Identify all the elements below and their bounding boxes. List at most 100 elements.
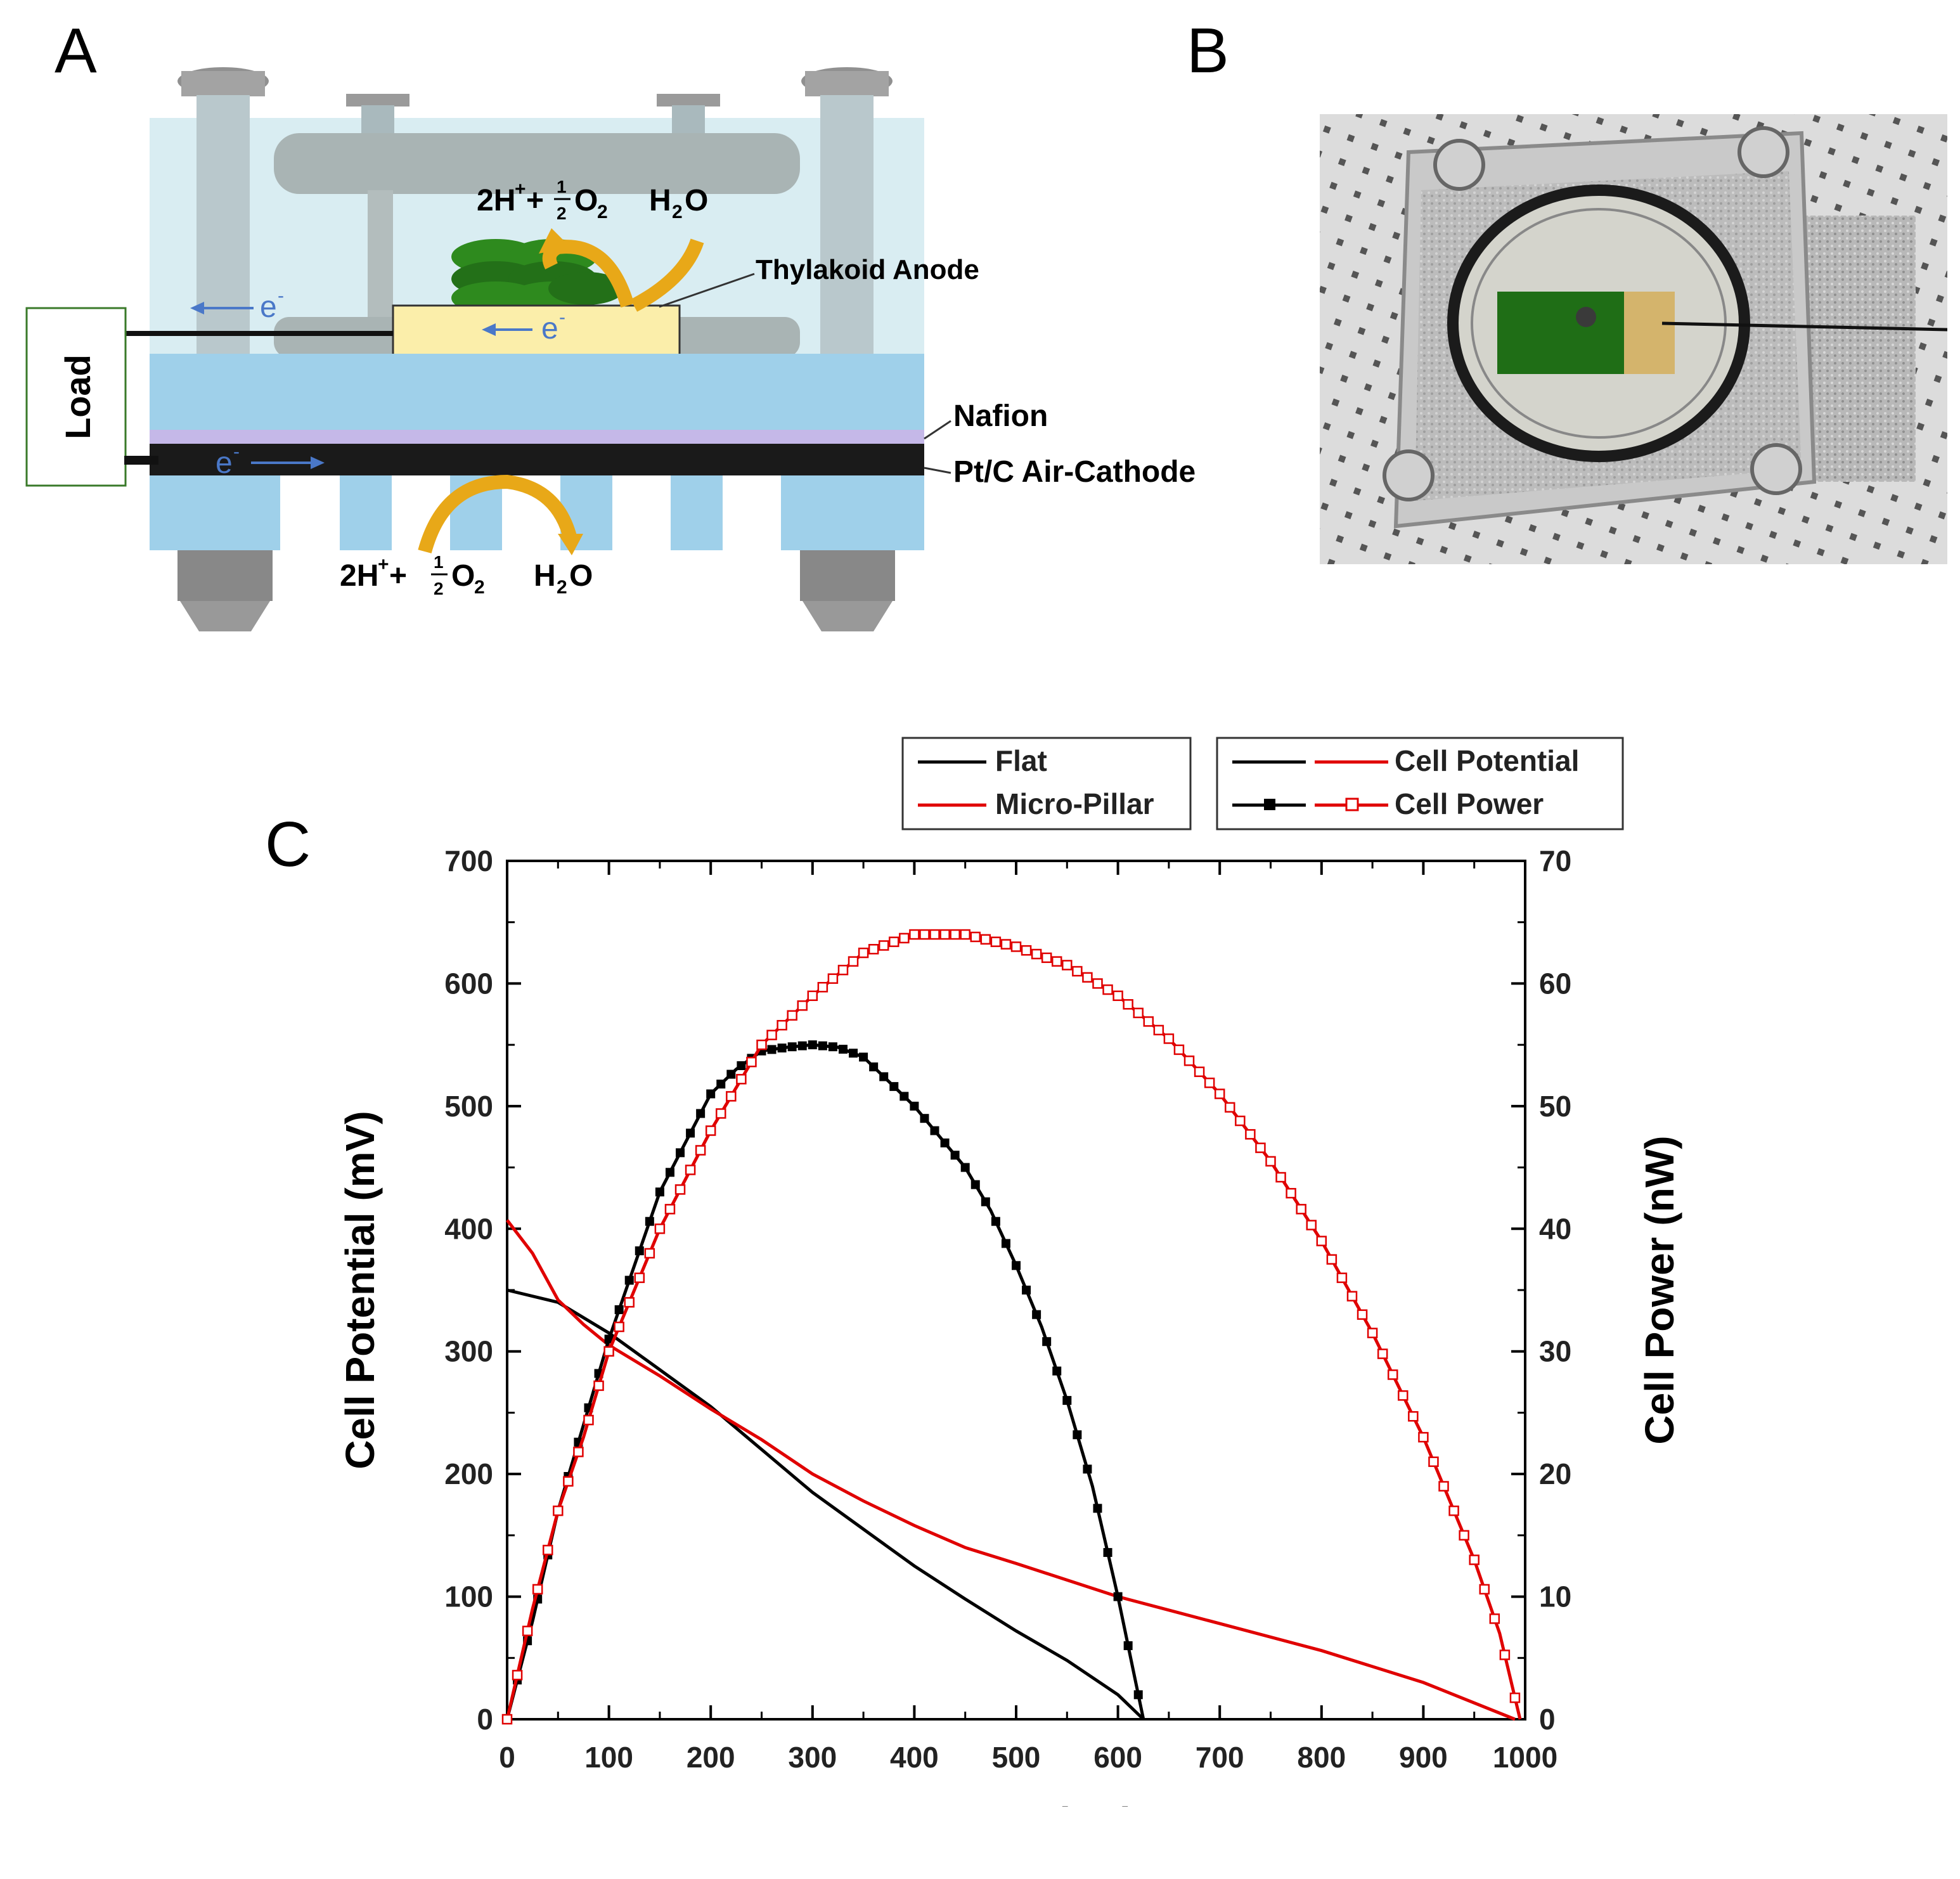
- svg-text:2: 2: [474, 577, 485, 598]
- series-marker-3: [878, 940, 889, 951]
- series-marker-3: [970, 931, 981, 943]
- x-tick-label: 800: [1297, 1741, 1346, 1774]
- series-marker-3: [1357, 1309, 1368, 1320]
- top-blue-plate: [150, 354, 924, 430]
- legend-micro-pillar: Micro-Pillar: [995, 787, 1154, 820]
- series-marker-2: [1062, 1396, 1072, 1405]
- series-marker-3: [1448, 1505, 1459, 1516]
- x-tick-label: 1000: [1493, 1741, 1557, 1774]
- svg-text:e: e: [541, 312, 558, 345]
- svg-text:O: O: [685, 184, 708, 217]
- nut-right: [800, 550, 895, 631]
- svg-text:H: H: [534, 559, 556, 593]
- svg-text:-: -: [233, 441, 240, 462]
- series-marker-3: [868, 944, 879, 955]
- svg-text:H: H: [649, 184, 671, 217]
- series-marker-2: [981, 1197, 990, 1206]
- series-marker-3: [1235, 1115, 1246, 1127]
- series-marker-2: [1022, 1286, 1031, 1295]
- x-tick-label: 0: [499, 1741, 515, 1774]
- series-marker-3: [664, 1204, 676, 1215]
- series-marker-3: [889, 936, 899, 947]
- photo-screw-br: [1750, 443, 1802, 495]
- svg-text:+: +: [389, 559, 407, 593]
- thylakoid-anode: [392, 304, 681, 356]
- series-marker-2: [910, 1101, 919, 1111]
- series-marker-3: [756, 1039, 767, 1050]
- series-marker-3: [1092, 978, 1103, 989]
- series-marker-3: [827, 973, 839, 984]
- series-marker-3: [1072, 965, 1083, 977]
- series-marker-3: [797, 1000, 808, 1011]
- series-marker-3: [1041, 952, 1052, 964]
- photo-thylakoid-electrode: [1497, 292, 1624, 374]
- screw-left: [177, 67, 269, 358]
- x-tick-label: 700: [1196, 1741, 1244, 1774]
- anode-reaction-label: 2H + + 1 2 O 2 H 2 O: [477, 177, 708, 223]
- svg-text:1: 1: [557, 177, 567, 197]
- y-tick-label: 400: [444, 1212, 493, 1245]
- series-marker-3: [563, 1476, 574, 1487]
- series-marker-2: [838, 1045, 848, 1054]
- svg-text:2H: 2H: [477, 184, 515, 217]
- series-marker-2: [930, 1126, 939, 1135]
- series-marker-2: [808, 1040, 817, 1050]
- series-marker-3: [1255, 1142, 1266, 1153]
- series-marker-3: [817, 981, 828, 993]
- series-marker-3: [654, 1224, 666, 1234]
- series-marker-3: [1173, 1044, 1185, 1056]
- series-marker-2: [950, 1151, 960, 1160]
- y2-tick-label: 0: [1539, 1703, 1556, 1736]
- series-marker-3: [1265, 1156, 1276, 1167]
- series-marker-3: [1346, 1291, 1358, 1301]
- series-marker-3: [501, 1714, 513, 1725]
- series-marker-3: [685, 1165, 696, 1175]
- load-label: Load: [58, 354, 98, 439]
- series-marker-3: [1194, 1066, 1205, 1077]
- fuel-cell-photo: [1320, 114, 1947, 564]
- top-rod: [274, 133, 800, 194]
- series-marker-2: [940, 1138, 950, 1147]
- cathode-leader: [924, 467, 951, 474]
- series-marker-3: [746, 1056, 757, 1068]
- y2-tick-label: 10: [1539, 1580, 1571, 1613]
- series-marker-2: [1073, 1430, 1082, 1440]
- series-marker-3: [1459, 1530, 1469, 1541]
- load-box: [25, 307, 127, 487]
- series-marker-3: [990, 936, 1002, 947]
- series-marker-3: [736, 1074, 747, 1085]
- thylakoid-anode-label: Thylakoid Anode: [756, 254, 979, 285]
- series-marker-3: [787, 1010, 797, 1021]
- y-axis-label: Cell Potential (mV): [337, 1111, 383, 1469]
- y-tick-label: 500: [444, 1090, 493, 1123]
- series-marker-2: [676, 1148, 685, 1158]
- legend-cell-power: Cell Power: [1395, 787, 1544, 820]
- series-marker-3: [929, 929, 940, 940]
- series-marker-3: [1123, 999, 1133, 1010]
- y-tick-label: 600: [444, 967, 493, 1000]
- series-marker-3: [1408, 1411, 1419, 1422]
- series-marker-2: [828, 1042, 837, 1052]
- series-marker-3: [1153, 1024, 1164, 1036]
- cathode-reaction-arrow: [418, 474, 577, 553]
- series-marker-2: [879, 1072, 889, 1082]
- series-marker-2: [960, 1163, 970, 1172]
- series-marker-3: [1031, 948, 1042, 960]
- series-marker-2: [665, 1168, 674, 1177]
- series-marker-2: [1123, 1641, 1133, 1650]
- series-marker-2: [859, 1052, 868, 1062]
- series-marker-2: [1042, 1337, 1052, 1346]
- legend-substrate: Flat Micro-Pillar: [901, 737, 1192, 830]
- series-marker-3: [1010, 941, 1022, 952]
- series-marker-3: [1336, 1272, 1348, 1283]
- series-marker-2: [716, 1080, 726, 1089]
- series-marker-3: [837, 964, 849, 976]
- series-marker-2: [991, 1217, 1000, 1226]
- series-marker-2: [889, 1082, 899, 1091]
- svg-text:-: -: [559, 307, 565, 328]
- series-marker-3: [1316, 1236, 1327, 1246]
- series-marker-2: [1103, 1547, 1112, 1557]
- series-marker-3: [1479, 1584, 1490, 1595]
- series-marker-3: [553, 1505, 564, 1516]
- series-marker-2: [686, 1128, 695, 1138]
